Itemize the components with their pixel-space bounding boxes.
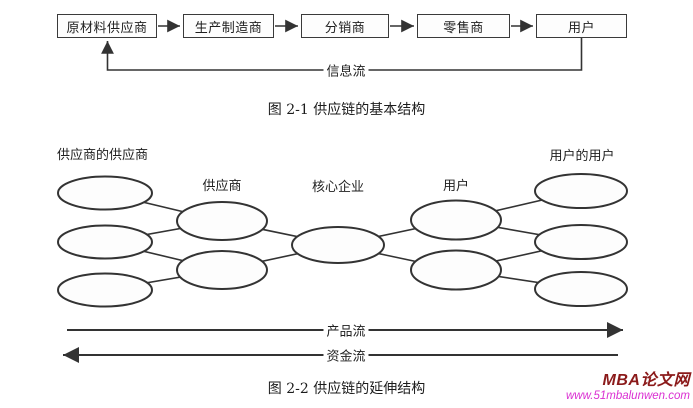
node-core-enterprise <box>291 226 385 264</box>
information-flow-label: 信息流 <box>323 60 369 80</box>
node-user-2 <box>410 249 502 291</box>
tier-label-supplier: 供应商 <box>202 178 242 193</box>
product-flow-label: 产品流 <box>323 320 369 340</box>
node-users-user-1 <box>534 173 628 209</box>
node-users-user-3 <box>534 271 628 307</box>
node-users-user-2 <box>534 224 628 260</box>
flow-node-label: 原材料供应商 <box>66 19 148 35</box>
flow-node-label: 零售商 <box>443 19 484 35</box>
tier-label-core-enterprise: 核心企业 <box>311 179 365 194</box>
watermark: MBA论文网 www.51mbalunwen.com <box>566 372 690 402</box>
flow-node-retailer: 零售商 <box>417 14 510 38</box>
flow-node-raw-material-supplier: 原材料供应商 <box>57 14 157 38</box>
flow-node-label: 生产制造商 <box>194 19 263 35</box>
node-suppliers-supplier-1 <box>57 175 153 211</box>
figure2-network-nodes <box>57 173 628 308</box>
node-suppliers-supplier-2 <box>57 224 153 260</box>
flow-node-distributor: 分销商 <box>301 14 389 38</box>
figure1-caption: 图 2-1 供应链的基本结构 <box>267 102 426 118</box>
flow-node-label: 用户 <box>567 19 595 35</box>
flow-node-label: 分销商 <box>324 19 366 35</box>
flow-node-manufacturer: 生产制造商 <box>183 14 274 38</box>
tier-label-users-user: 用户的用户 <box>549 148 615 163</box>
figure2-caption: 图 2-2 供应链的延伸结构 <box>267 381 426 397</box>
node-supplier-1 <box>176 201 268 241</box>
node-user-1 <box>410 199 502 241</box>
watermark-site-url: www.51mbalunwen.com <box>565 389 690 402</box>
node-supplier-2 <box>176 250 268 290</box>
flow-node-user: 用户 <box>536 14 627 38</box>
tier-label-user: 用户 <box>442 178 470 193</box>
capital-flow-label: 资金流 <box>323 345 369 365</box>
tier-label-suppliers-supplier: 供应商的供应商 <box>57 147 149 162</box>
watermark-site-name: MBA论文网 <box>602 372 690 389</box>
node-suppliers-supplier-3 <box>57 272 153 308</box>
